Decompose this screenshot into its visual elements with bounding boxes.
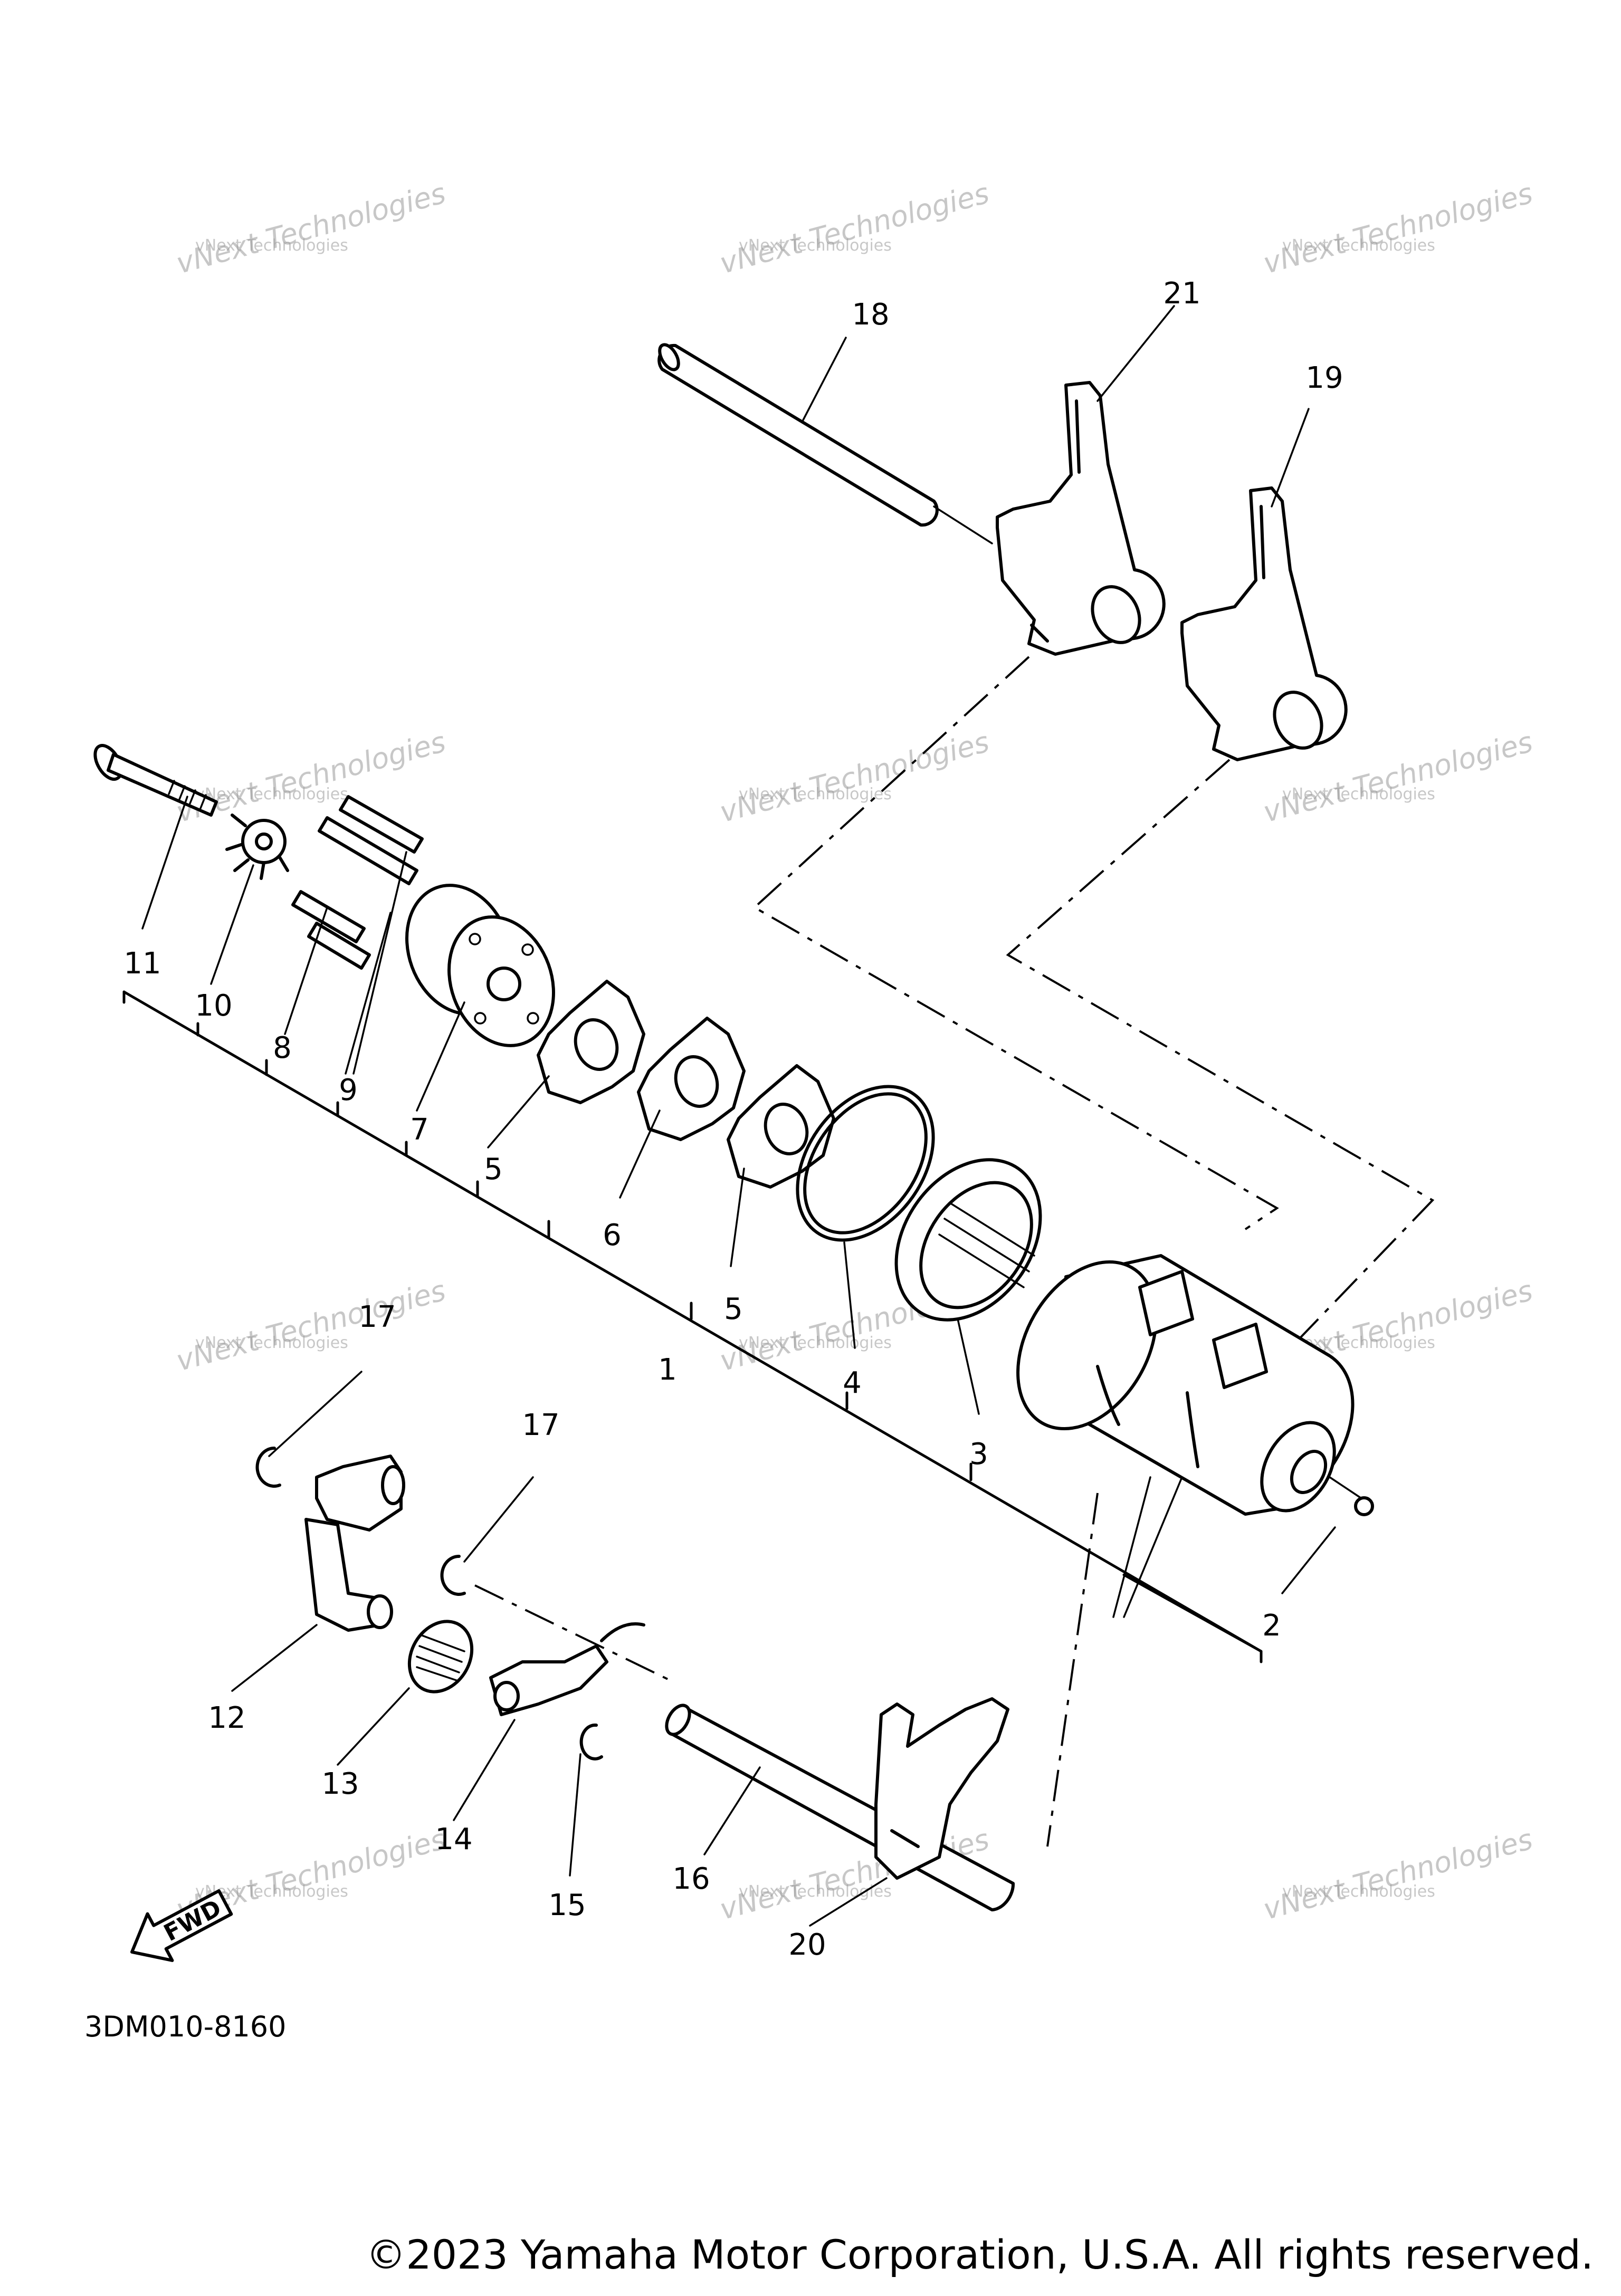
watermark-small: vNext Technologies xyxy=(1282,785,1435,803)
part-label-15: 15 xyxy=(548,1888,586,1922)
pins-9 xyxy=(318,795,424,885)
part-label-13: 13 xyxy=(321,1767,359,1801)
part-label-16: 16 xyxy=(672,1862,710,1896)
watermark-big: vNext Technologies xyxy=(716,725,993,829)
part-label-6: 6 xyxy=(603,1218,622,1252)
assembly-bracket-lines xyxy=(122,990,1263,1663)
watermark-small: vNext Technologies xyxy=(195,785,348,803)
circlip-17-a xyxy=(255,1446,281,1488)
part-label-9: 9 xyxy=(339,1073,358,1107)
part-label-18: 18 xyxy=(852,298,889,332)
shift-lever-12 xyxy=(304,1455,405,1632)
part-label-21: 21 xyxy=(1163,276,1200,311)
watermark-small: vNext Technologies xyxy=(1282,236,1435,255)
circlip-17-b xyxy=(440,1554,466,1596)
part-label-17-b: 17 xyxy=(522,1408,559,1442)
watermark-small: vNext Technologies xyxy=(739,236,892,255)
stopper-plate-6 xyxy=(637,1017,746,1141)
part-label-10: 10 xyxy=(195,989,232,1023)
bolt-11 xyxy=(93,744,218,817)
watermark-small: vNext Technologies xyxy=(739,785,892,803)
part-label-17-a: 17 xyxy=(358,1300,396,1334)
part-label-3: 3 xyxy=(969,1437,988,1471)
watermark-small: vNext Technologies xyxy=(195,1334,348,1352)
copyright-notice: ©2023 Yamaha Motor Corporation, U.S.A. A… xyxy=(366,2231,1594,2278)
pin-2 xyxy=(1354,1496,1374,1516)
watermark-big: vNext Technologies xyxy=(1260,1822,1536,1926)
watermark-small: vNext Technologies xyxy=(1282,1882,1435,1901)
stopper-plate-5-a xyxy=(537,980,645,1104)
watermark-big: vNext Technologies xyxy=(173,1274,449,1377)
circlip-4 xyxy=(796,1085,935,1242)
watermark-big: vNext Technologies xyxy=(1260,176,1536,280)
watermark-small: vNext Technologies xyxy=(739,1334,892,1352)
watermark-small: vNext Technologies xyxy=(739,1882,892,1901)
shift-fork-21 xyxy=(996,381,1166,656)
diagram-code: 3DM010-8160 xyxy=(84,2010,287,2043)
segment-10 xyxy=(225,814,289,880)
part-label-8: 8 xyxy=(273,1031,292,1065)
circlip-15 xyxy=(579,1723,603,1761)
shift-fork-guide-bar xyxy=(657,343,993,544)
watermark-big: vNext Technologies xyxy=(173,725,449,829)
watermarks: vNext Technologies vNext Technologies vN… xyxy=(173,176,1536,1926)
part-number-labels: 18 21 19 11 10 8 9 7 5 6 5 1 4 3 2 17 17… xyxy=(123,276,1343,1962)
pins-8 xyxy=(291,890,371,970)
part-label-12: 12 xyxy=(208,1701,245,1735)
shift-cam-1 xyxy=(1016,1254,1362,1516)
spring-13 xyxy=(407,1620,474,1694)
watermark-big: vNext Technologies xyxy=(716,176,993,280)
part-label-20: 20 xyxy=(788,1928,826,1962)
watermark-big: vNext Technologies xyxy=(173,176,449,280)
part-label-5-a: 5 xyxy=(484,1152,503,1187)
dashed-center-lines xyxy=(474,656,1435,1847)
part-label-2: 2 xyxy=(1262,1609,1281,1643)
spring-plate-14 xyxy=(489,1622,645,1716)
shift-fork-20 xyxy=(874,1697,1009,1880)
segment-drum-7 xyxy=(405,884,555,1047)
leader-lines xyxy=(141,305,1336,1927)
shift-fork-19 xyxy=(1180,486,1348,761)
part-label-14: 14 xyxy=(435,1822,472,1857)
part-label-1: 1 xyxy=(658,1353,677,1387)
part-label-5-b: 5 xyxy=(724,1292,743,1326)
part-label-19: 19 xyxy=(1305,361,1343,395)
part-label-4: 4 xyxy=(843,1366,862,1400)
stopper-plate-5-b xyxy=(727,1064,835,1189)
part-label-11: 11 xyxy=(123,946,161,981)
bearing-3 xyxy=(894,1158,1042,1322)
watermark-small: vNext Technologies xyxy=(195,236,348,255)
part-label-7: 7 xyxy=(410,1113,429,1147)
